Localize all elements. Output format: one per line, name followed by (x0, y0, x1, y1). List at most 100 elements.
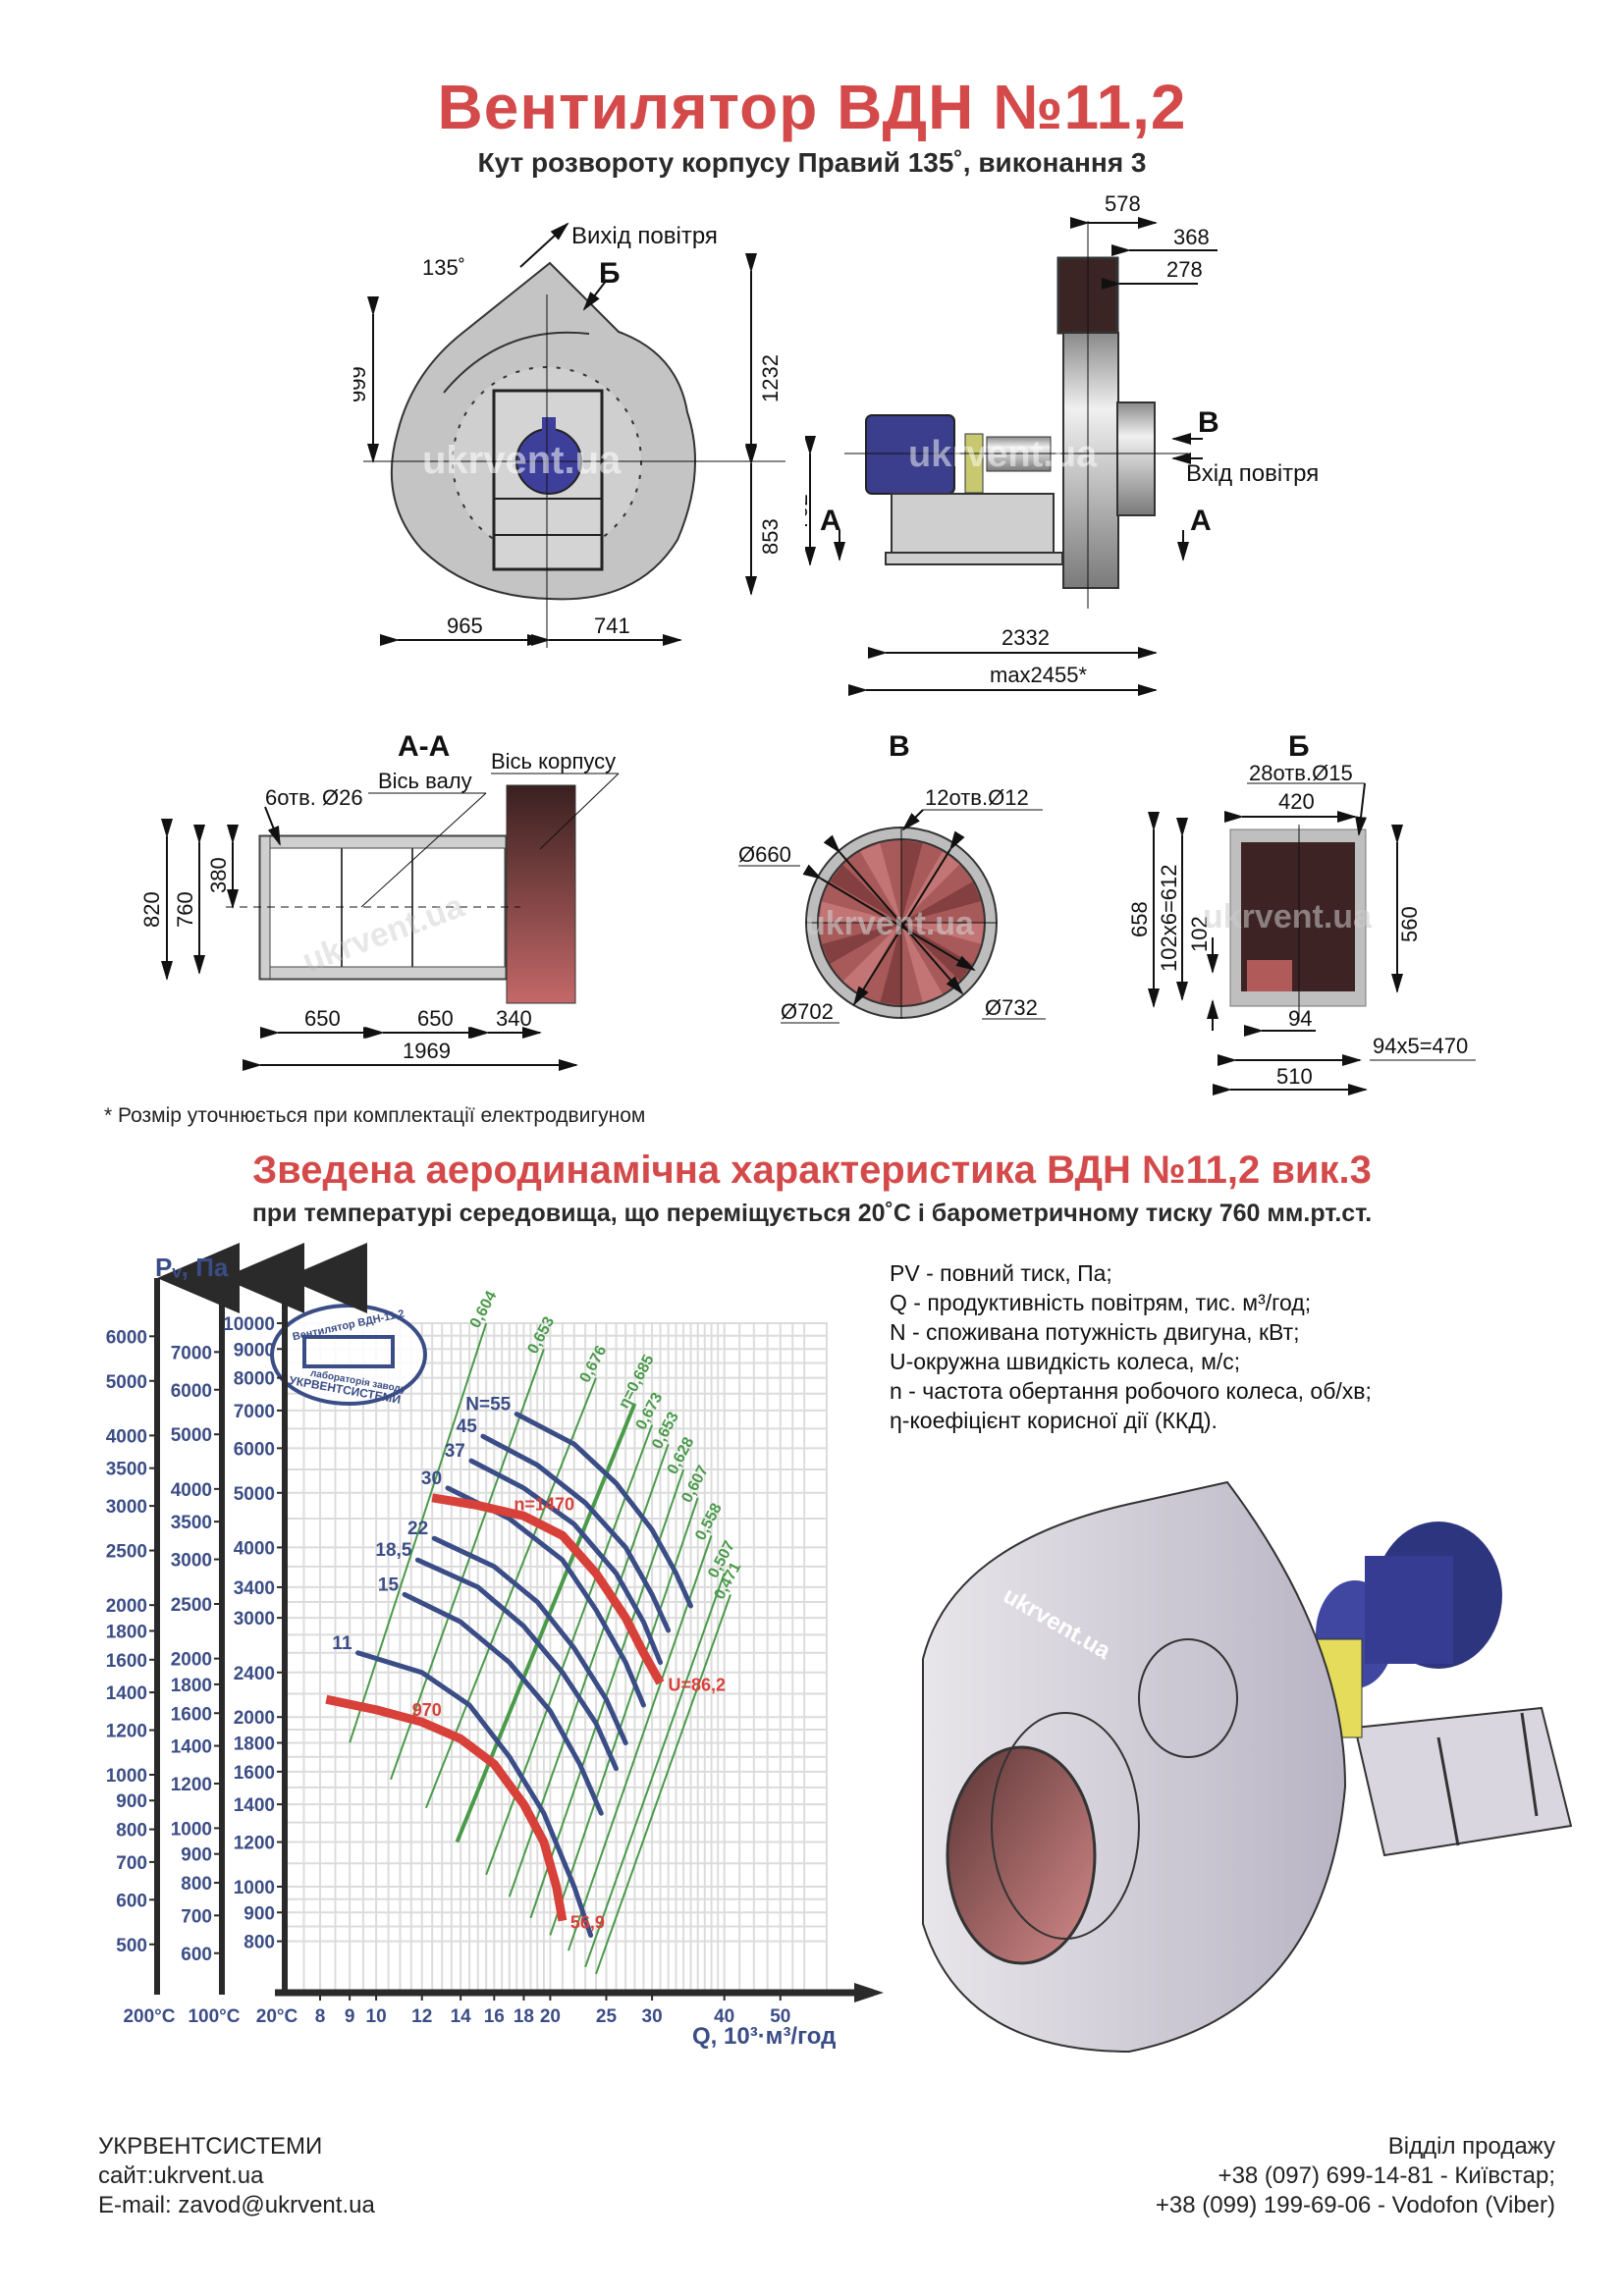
y-tick-label: 3400 (234, 1578, 275, 1599)
efficiency-line (390, 1348, 545, 1781)
dim-965: 965 (447, 614, 483, 638)
y-tick-label: 7000 (234, 1402, 275, 1422)
dim-702: 702 (805, 494, 812, 530)
housing-section (506, 784, 576, 1004)
dim-612: 102x6=612 (1157, 865, 1181, 973)
y-tick-label: 900 (116, 1791, 147, 1812)
dim-380: 380 (206, 857, 231, 893)
rpm-curve-label: n=1470 (514, 1494, 574, 1514)
section-v-mark: В (1198, 406, 1219, 439)
inlet-label: Вхід повітря (1186, 460, 1319, 487)
y-tick-label: 700 (116, 1853, 147, 1874)
dim-760: 760 (173, 891, 197, 928)
y-tick-label: 1400 (106, 1683, 147, 1704)
page-subtitle: Кут розвороту корпусу Правий 135˚, викон… (477, 147, 1147, 178)
website-link[interactable]: сайт:ukrvent.ua (98, 2163, 264, 2189)
power-curve (414, 1557, 619, 1772)
y-tick-label: 3000 (106, 1497, 147, 1518)
watermark: ukrvent.ua (422, 439, 622, 482)
dim-650-a: 650 (304, 1006, 341, 1031)
y-tick-label: 1000 (106, 1766, 147, 1787)
legend-item: η-коефіцієнт корисної дії (ККД). (890, 1408, 1218, 1433)
footnote: * Розмір уточнюється при комплектації ел… (104, 1104, 646, 1127)
x-tick-label: 50 (770, 2006, 790, 2027)
y-tick-label: 500 (116, 1936, 147, 1956)
company-name: УКРВЕНТСИСТЕМИ (98, 2133, 323, 2160)
x-tick-label: 40 (714, 2006, 734, 2027)
power-curve-label: 30 (421, 1468, 442, 1489)
y-tick-label: 6000 (234, 1439, 275, 1460)
outlet-label: Вихід повітря (571, 223, 718, 249)
y-tick-label: 5000 (234, 1484, 275, 1505)
legend-item: U-окружна швидкість колеса, м/с; (890, 1349, 1241, 1374)
y-tick-label: 1400 (234, 1795, 275, 1816)
email-link[interactable]: E-mail: zavod@ukrvent.ua (98, 2192, 375, 2218)
x-tick-label: 20 (540, 2006, 561, 2027)
dim-741: 741 (594, 614, 630, 638)
y-tick-label: 1200 (106, 1722, 147, 1742)
rpm-end-label: 56,9 (570, 1913, 605, 1933)
power-curve-label: 45 (457, 1416, 478, 1437)
page-title: Вентилятор ВДН №11,2 (437, 72, 1187, 142)
dim-1232: 1232 (758, 354, 783, 402)
dim-820: 820 (139, 891, 164, 928)
angle-label: 135˚ (422, 255, 465, 280)
rpm-curve-label: 970 (412, 1700, 442, 1720)
efficiency-line (455, 1403, 637, 1843)
holes-label: 12отв.Ø12 (925, 785, 1029, 810)
y-tick-label: 1600 (171, 1704, 212, 1725)
phone-vodafone[interactable]: +38 (099) 199-69-06 - Vodofon (Viber) (1155, 2192, 1555, 2218)
y-tick-label: 1000 (171, 1819, 212, 1840)
lab-stamp: Вентилятор ВДН-11,2 лабораторія заводу У… (270, 1304, 427, 1407)
y-tick-label: 600 (116, 1891, 147, 1911)
dim-999: 999 (353, 366, 370, 402)
y-tick-label: 900 (181, 1845, 212, 1866)
dia-702: Ø702 (781, 999, 834, 1024)
power-curve (514, 1412, 693, 1609)
dim-650-b: 650 (417, 1006, 454, 1031)
y-tick-label: 5000 (171, 1425, 212, 1446)
dim-420: 420 (1278, 789, 1315, 814)
y-tick-label: 1800 (234, 1734, 275, 1754)
y-tick-label: 1800 (106, 1622, 147, 1642)
body-axis-label: Вісь корпусу (491, 749, 616, 774)
x-tick-label: 18 (514, 2006, 534, 2027)
view-b-drawing: Б 28отв.Ø15 420 658 102x6=612 102 560 94… (1127, 730, 1476, 1095)
y-tick-label: 2500 (171, 1595, 212, 1616)
x-tick-label: 12 (411, 2006, 432, 2027)
dim-853: 853 (758, 518, 783, 555)
sales-dept: Відділ продажу (1387, 2133, 1555, 2160)
y-tick-label: 1200 (234, 1834, 275, 1854)
dim-102: 102 (1187, 916, 1212, 952)
footer-contacts: УКРВЕНТСИСТЕМИ сайт:ukrvent.ua E-mail: z… (98, 2132, 375, 2220)
inlet-render (946, 1745, 1097, 1965)
dim-2332: 2332 (1001, 625, 1050, 650)
y-tick-label: 6000 (106, 1327, 147, 1348)
dim-max2455: max2455* (990, 663, 1088, 687)
power-curve (355, 1650, 594, 1938)
temperature-label: 200°C (123, 2006, 175, 2027)
y-tick-label: 3000 (171, 1551, 212, 1572)
section-aa-drawing: А-А Вісь корпусу Вісь валу 6отв. Ø26 820… (139, 730, 620, 1071)
dim-658: 658 (1127, 901, 1152, 937)
watermark: ukrvent.ua (1203, 898, 1373, 935)
shaft-axis-label: Вісь валу (378, 769, 472, 793)
phone-kyivstar[interactable]: +38 (097) 699-14-81 - Київстар; (1218, 2163, 1555, 2189)
y-axis-title: Pᵥ, Па (155, 1253, 229, 1282)
efficiency-line (349, 1322, 488, 1743)
y-tick-label: 6000 (171, 1381, 212, 1402)
rpm-end-label: U=86,2 (668, 1675, 726, 1694)
dim-470: 94x5=470 (1373, 1034, 1468, 1058)
y-tick-label: 1600 (234, 1763, 275, 1784)
y-tick-label: 800 (244, 1933, 275, 1953)
y-tick-label: 1200 (171, 1775, 212, 1795)
power-curve-label: N=55 (465, 1395, 511, 1415)
dim-510: 510 (1276, 1064, 1313, 1089)
x-axis-arrow (854, 1983, 884, 2002)
y-tick-label: 10000 (223, 1314, 275, 1335)
y-tick-label: 2500 (106, 1542, 147, 1563)
holes-label: 6отв. Ø26 (265, 785, 363, 810)
watermark: ukrvent.ua (908, 434, 1098, 475)
